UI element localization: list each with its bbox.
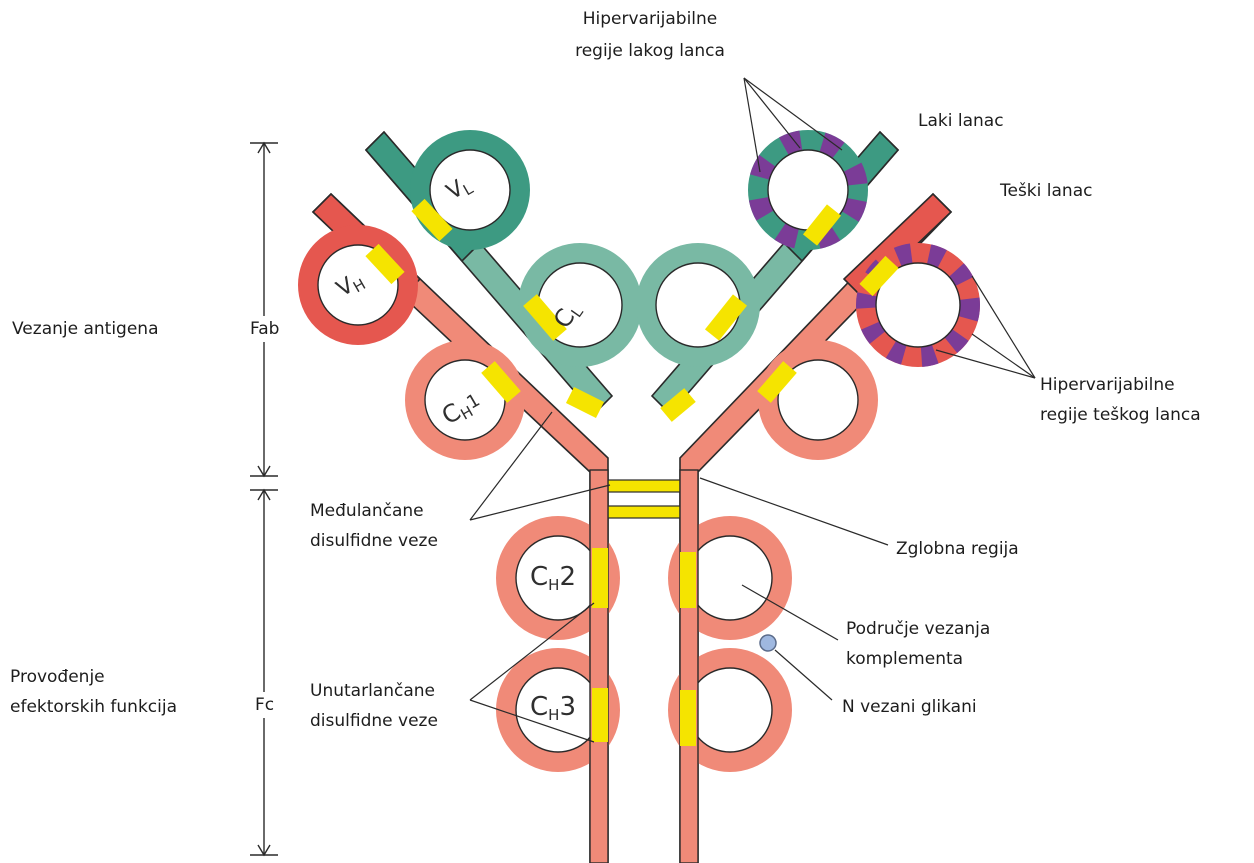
complement-label-2: komplementa	[846, 649, 963, 669]
effector-label-2: efektorskih funkcija	[10, 697, 177, 717]
intrachain-disulfide-ch2-left	[592, 548, 608, 608]
fc-region	[506, 470, 782, 863]
ch2-suffix: 2	[559, 562, 576, 592]
hinge-label: Zglobna regija	[896, 539, 1019, 559]
hv-light-label-1: Hipervarijabilne	[583, 9, 718, 29]
ch3-main: C	[530, 692, 548, 722]
ch2-main: C	[530, 562, 548, 592]
intrachain-label-1: Unutarlančane	[310, 681, 435, 701]
interchain-label-1: Međulančane	[310, 501, 424, 521]
ch2-sub: H	[548, 576, 559, 594]
antigen-binding-label: Vezanje antigena	[12, 319, 159, 339]
region-brackets	[250, 143, 278, 855]
hv-heavy-label-1: Hipervarijabilne	[1040, 375, 1175, 395]
ch3-sub: H	[548, 706, 559, 724]
fab-label: Fab	[250, 319, 279, 339]
intrachain-label-2: disulfidne veze	[310, 711, 438, 731]
hinge-disulfide-1	[608, 480, 680, 492]
glycans-label: N vezani glikani	[842, 697, 977, 717]
interchain-label-2: disulfidne veze	[310, 531, 438, 551]
hv-light-label-2: regije lakog lanca	[575, 41, 725, 61]
heavy-chain-label: Teški lanac	[999, 181, 1092, 201]
intrachain-disulfide-ch3-left	[592, 688, 608, 742]
light-chain-label: Laki lanac	[918, 111, 1004, 131]
intrachain-disulfide-ch2-right	[680, 552, 696, 608]
effector-label-1: Provođenje	[10, 667, 105, 687]
complement-label-1: Područje vezanja	[846, 619, 990, 639]
intrachain-disulfide-ch3-right	[680, 690, 696, 746]
hv-heavy-label-2: regije teškog lanca	[1040, 405, 1201, 425]
fc-label: Fc	[255, 695, 274, 715]
ch3-suffix: 3	[559, 692, 576, 722]
n-glycan-icon	[760, 635, 776, 651]
hinge-disulfide-2	[608, 506, 680, 518]
